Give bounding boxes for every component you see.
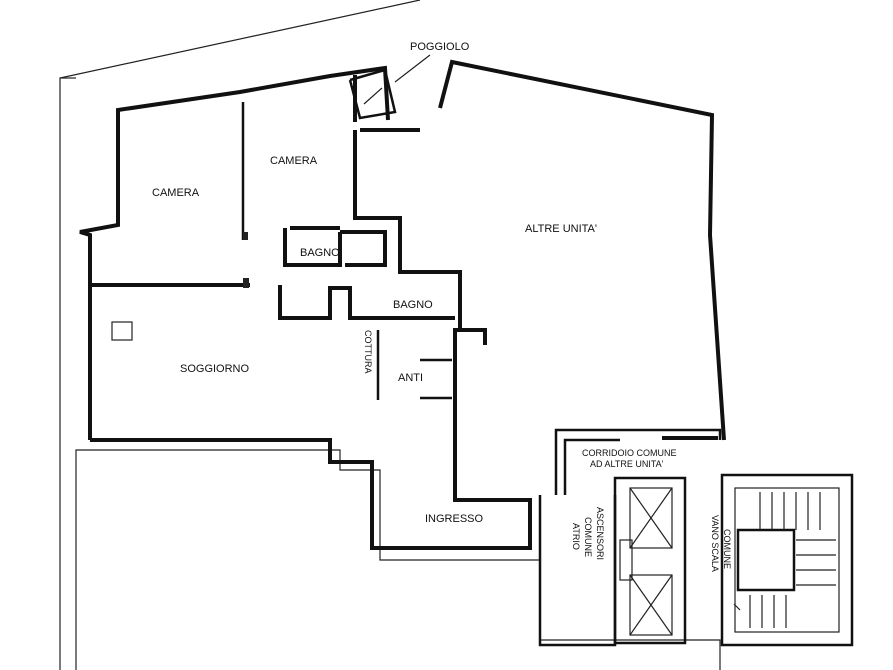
common-areas xyxy=(538,428,722,647)
stair-core xyxy=(720,473,854,647)
label-bagno-2: BAGNO xyxy=(393,299,433,311)
label-cottura: COTTURA xyxy=(363,330,373,374)
label-corridoio-line1: CORRIDOIO COMUNE xyxy=(582,448,677,458)
label-atrio-line3: ASCENSORI xyxy=(595,507,605,560)
label-soggiorno: SOGGIORNO xyxy=(180,363,250,375)
label-vano-scala-line2: COMUNE xyxy=(722,529,732,569)
site-boundary xyxy=(59,0,721,670)
label-altre-unita: ALTRE UNITA' xyxy=(525,223,597,235)
label-vano-scala-group: VANO SCALA COMUNE xyxy=(710,515,732,572)
fixtures xyxy=(111,232,249,341)
label-corridoio-comune: CORRIDOIO COMUNE AD ALTRE UNITA' xyxy=(582,448,679,469)
label-atrio-line2: COMUNE xyxy=(583,517,593,557)
label-atrio-group: ATRIO COMUNE ASCENSORI xyxy=(571,507,605,560)
interior-walls xyxy=(90,102,462,400)
label-camera-2: CAMERA xyxy=(270,155,318,167)
label-camera-1: CAMERA xyxy=(152,187,200,199)
label-anti: ANTI xyxy=(398,372,423,384)
label-ingresso: INGRESSO xyxy=(425,513,484,525)
label-poggiolo: POGGIOLO xyxy=(410,41,470,53)
label-corridoio-line2: AD ALTRE UNITA' xyxy=(590,459,664,469)
label-bagno-1: BAGNO xyxy=(300,247,340,259)
balcony xyxy=(348,54,431,120)
apartment-walls xyxy=(79,59,726,550)
label-vano-scala-line1: VANO SCALA xyxy=(710,515,720,572)
label-atrio-line1: ATRIO xyxy=(571,523,581,550)
